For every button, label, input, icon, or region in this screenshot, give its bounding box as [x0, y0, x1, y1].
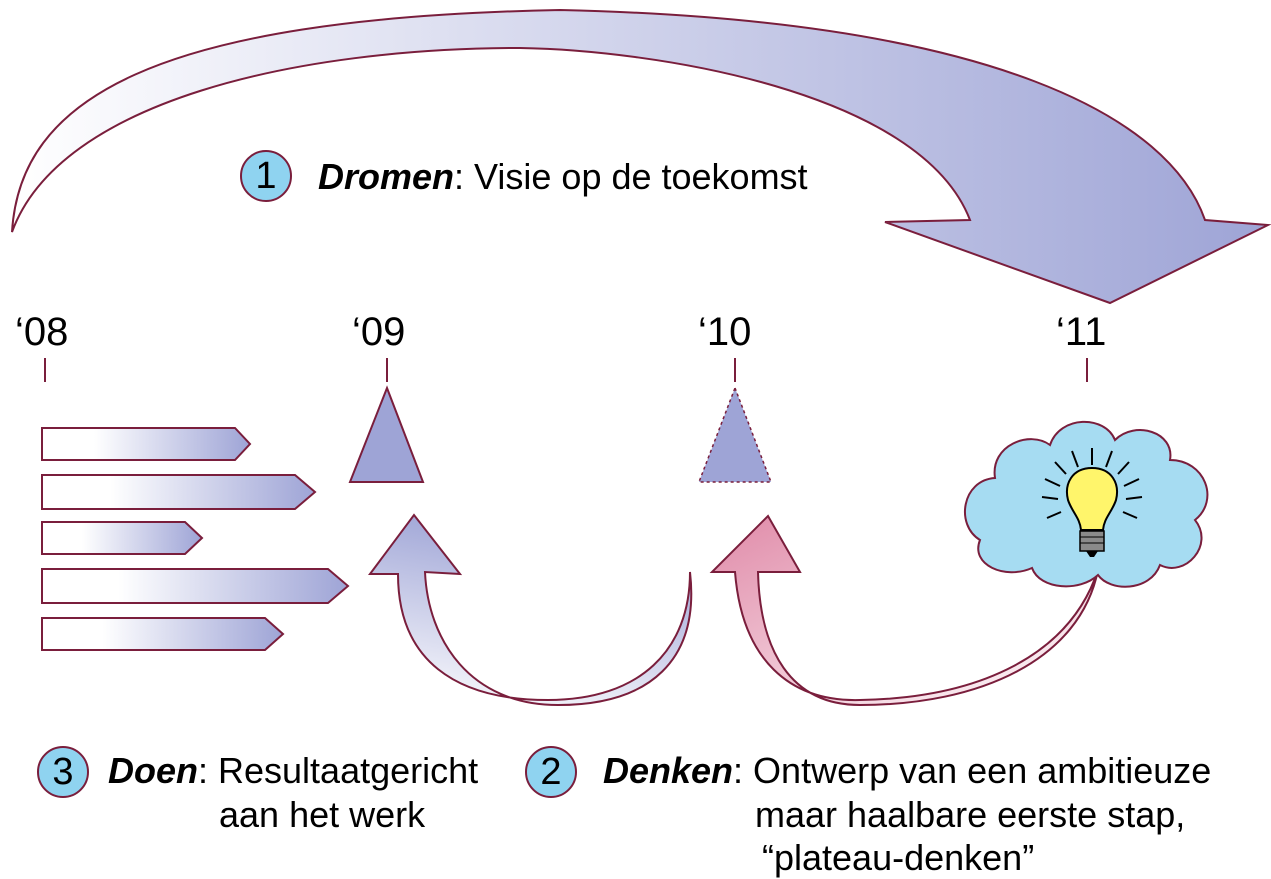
year-label-11: ‘11	[1056, 310, 1107, 354]
task-arrow	[41, 521, 204, 555]
step-description-line: “plateau-denken”	[762, 837, 1035, 878]
pink-return-arrow	[709, 514, 1099, 707]
dream-arrow	[11, 8, 1271, 305]
step-dromen-text: Dromen: Visie op de toekomst	[318, 157, 808, 197]
step-description-line: aan het werk	[219, 794, 426, 835]
step-keyword: Dromen	[318, 156, 455, 197]
step-denken-text: Denken: Ontwerp van een ambitieuze	[603, 751, 1211, 791]
step-number-badge: 1	[240, 150, 292, 202]
task-arrow	[41, 617, 285, 651]
year-label-10: ‘10	[698, 310, 752, 354]
plateau-triangle-09	[348, 385, 425, 483]
step-description: : Ontwerp van een ambitieuze	[733, 750, 1212, 791]
task-arrow	[41, 474, 317, 510]
step-description: : Visie op de toekomst	[454, 156, 808, 197]
step-keyword: Denken	[603, 750, 734, 791]
task-arrow	[41, 568, 350, 604]
year-label-08: ‘08	[15, 310, 69, 354]
blue-return-arrow	[368, 513, 693, 707]
step-doen-text: Doen: Resultaatgericht	[108, 751, 478, 791]
step-description: : Resultaatgericht	[198, 750, 479, 791]
plateau-triangle-10	[697, 385, 773, 483]
year-label-09: ‘09	[352, 310, 406, 354]
task-arrow	[41, 427, 252, 461]
step-number-badge: 3	[37, 746, 89, 798]
lightbulb-icon	[1041, 448, 1143, 557]
step-description-line: maar haalbare eerste stap,	[755, 794, 1186, 835]
step-number-badge: 2	[525, 746, 577, 798]
step-keyword: Doen	[108, 750, 198, 791]
